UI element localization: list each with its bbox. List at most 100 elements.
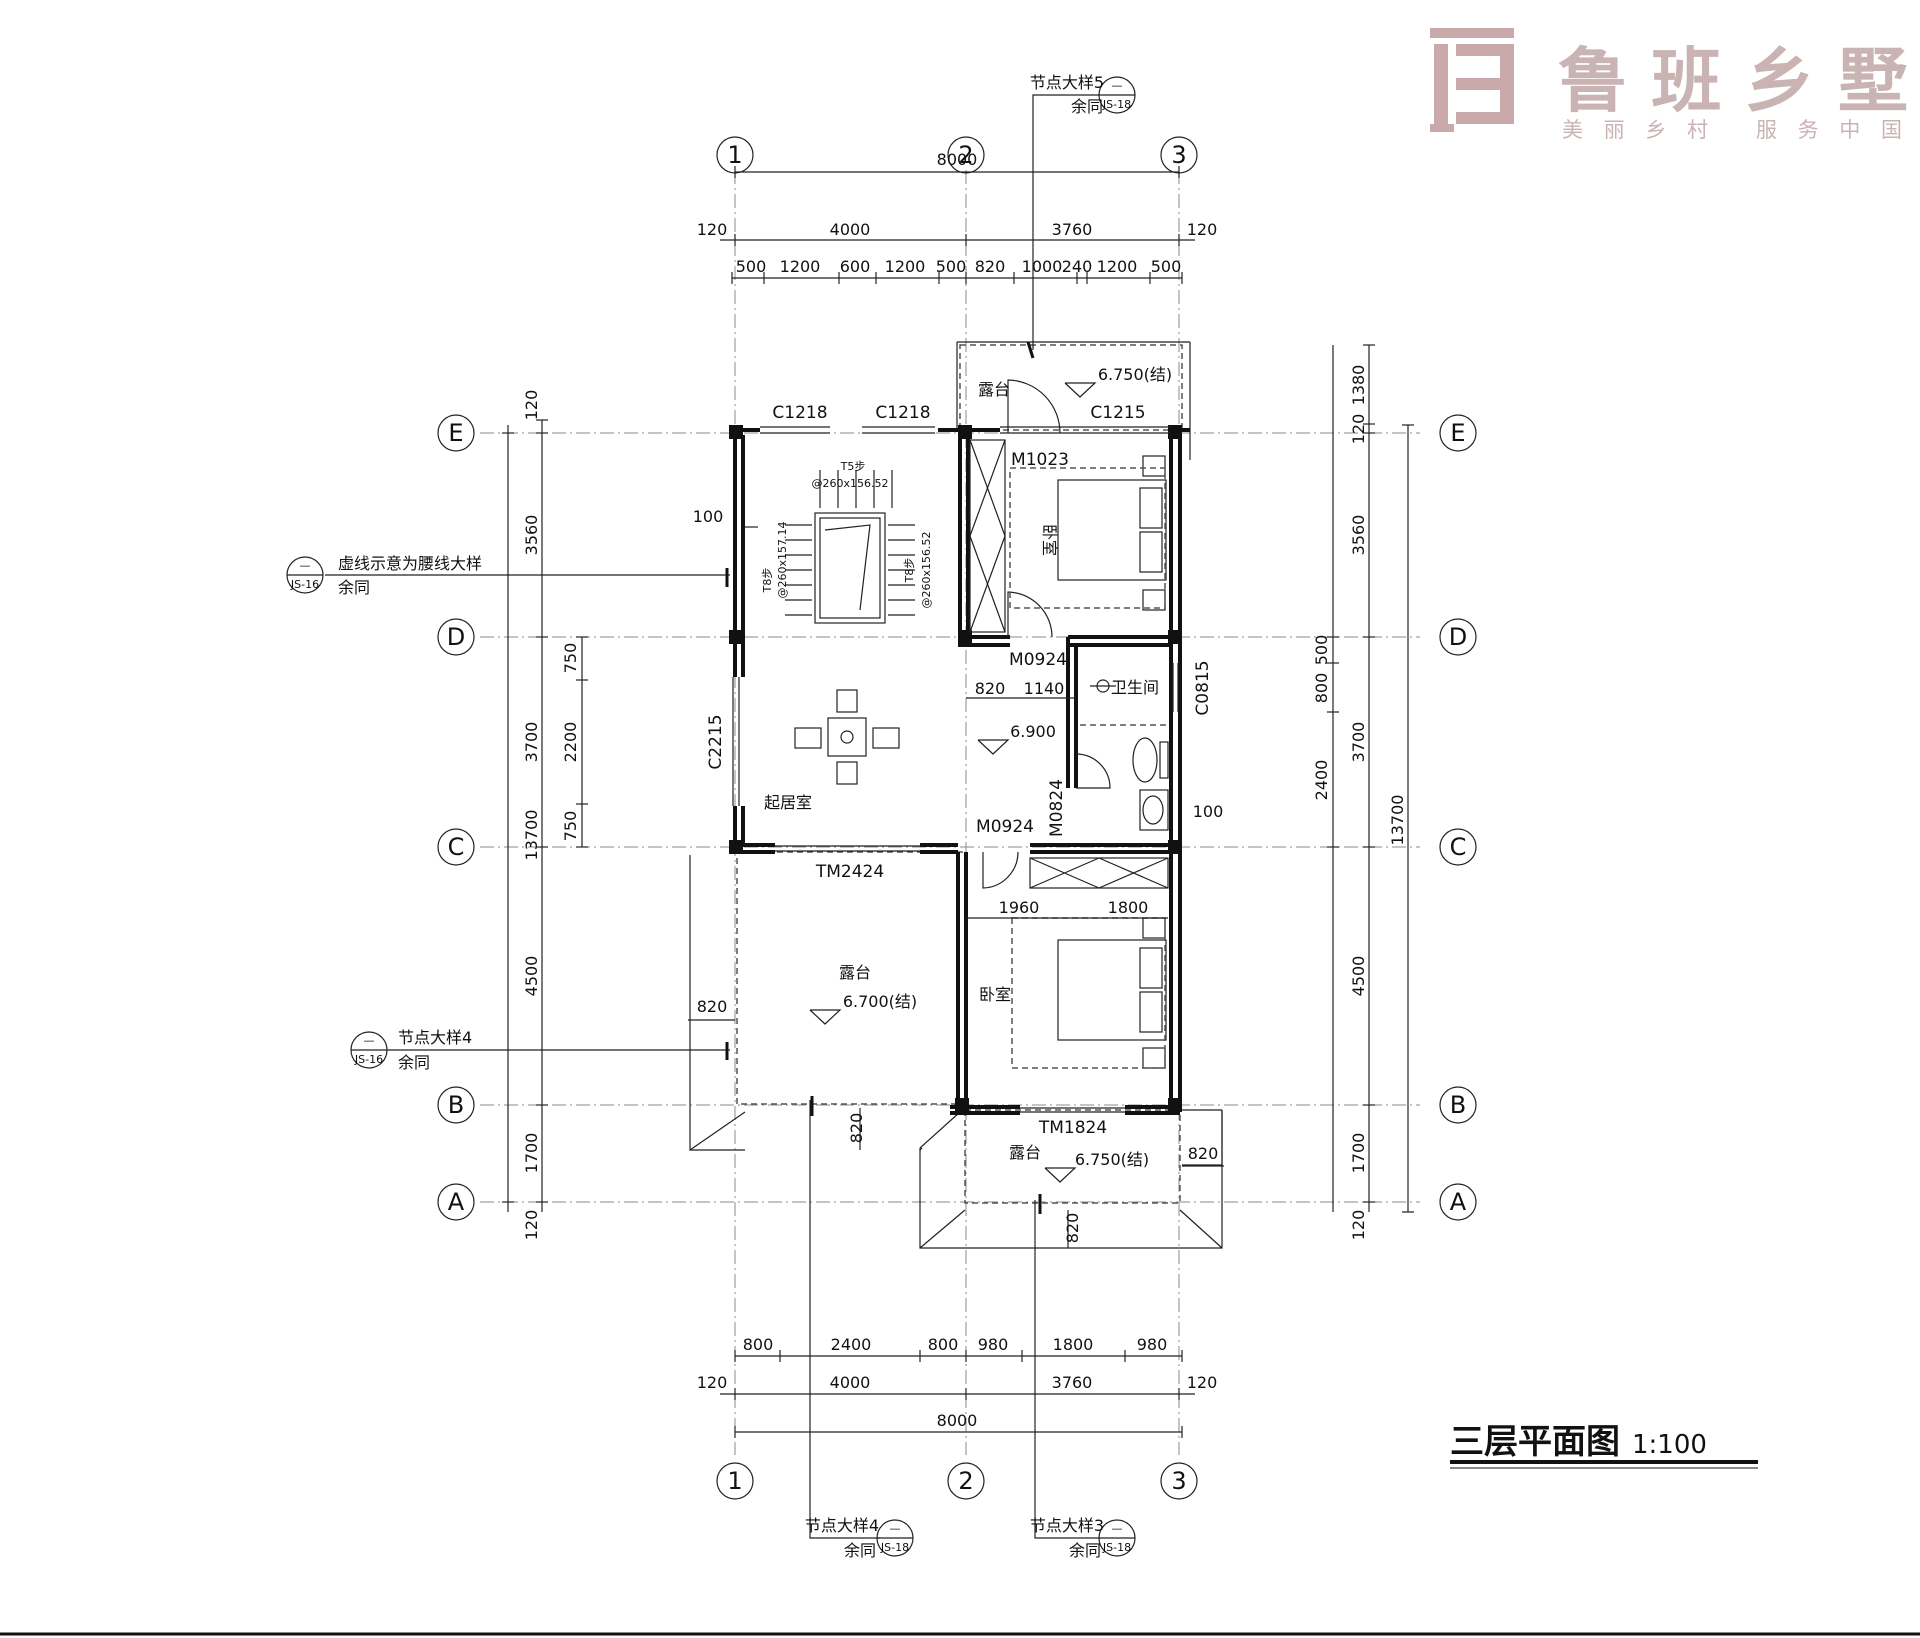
svg-text:D: D: [1449, 623, 1467, 651]
svg-text:2400: 2400: [1312, 760, 1331, 801]
svg-text:120: 120: [522, 1210, 541, 1241]
svg-text:C1218: C1218: [875, 403, 930, 423]
svg-text:1140: 1140: [1024, 679, 1065, 698]
svg-text:B: B: [1450, 1091, 1466, 1119]
svg-text:C: C: [1450, 833, 1467, 861]
svg-text:@260x157.14: @260x157.14: [776, 522, 789, 599]
misc-dimensions: 820 1140 100 1960 1800 820 820 820 820: [688, 679, 1224, 1248]
svg-text:1960: 1960: [999, 898, 1040, 917]
svg-text:—: —: [1112, 1522, 1123, 1535]
logo-brand-text: 鲁班乡墅: [1558, 40, 1908, 122]
top-dimensions: 8000 120 4000 3760 120 500 1200 600 1200…: [697, 150, 1218, 284]
svg-text:120: 120: [1187, 1373, 1218, 1392]
level-marks: 6.750(结) 6.900 6.700(结) 6.750(结): [809, 365, 1172, 1183]
wardrobes: [969, 439, 1169, 889]
svg-text:13700: 13700: [1388, 795, 1407, 846]
svg-text:6.750(结): 6.750(结): [1098, 365, 1172, 384]
svg-text:2: 2: [958, 141, 973, 169]
svg-text:2: 2: [958, 1467, 973, 1495]
svg-text:600: 600: [840, 257, 871, 276]
svg-text:120: 120: [1349, 414, 1368, 445]
svg-text:JS-16: JS-16: [354, 1053, 383, 1066]
svg-text:C1215: C1215: [1090, 403, 1145, 423]
svg-text:M1023: M1023: [1011, 450, 1069, 470]
logo-mark-icon: [1430, 28, 1514, 132]
axis-bubble-left-D: D: [437, 618, 475, 656]
svg-text:M0924: M0924: [976, 817, 1034, 837]
callout-node4-west: — JS-16 节点大样4 余同: [350, 1028, 730, 1072]
bottom-dimensions: 800 2400 800 980 1800 980 120 4000 3760 …: [697, 1335, 1218, 1438]
svg-text:800: 800: [743, 1335, 774, 1354]
svg-text:C1218: C1218: [772, 403, 827, 423]
svg-text:750: 750: [561, 643, 580, 674]
svg-text:750: 750: [561, 811, 580, 842]
svg-text:6.700(结): 6.700(结): [843, 992, 917, 1011]
axis-bubble-right-A: A: [1439, 1183, 1477, 1221]
svg-text:—: —: [890, 1522, 901, 1535]
svg-text:820: 820: [975, 679, 1006, 698]
room-labels: 露台 卧室 卫生间 起居室 露台 卧室 露台: [764, 380, 1159, 1162]
svg-text:@260x156.52: @260x156.52: [920, 532, 933, 609]
svg-text:M0824: M0824: [1047, 779, 1067, 837]
svg-text:100: 100: [693, 507, 724, 526]
logo-slogan-text: 美丽乡村 服务中国: [1562, 118, 1902, 142]
svg-text:卫生间: 卫生间: [1111, 678, 1159, 697]
svg-text:820: 820: [697, 997, 728, 1016]
svg-text:TM2424: TM2424: [815, 862, 884, 882]
callout-node4-south: — JS-18 节点大样4 余同: [805, 1096, 914, 1560]
svg-text:T8步: T8步: [903, 558, 916, 584]
drawing-title: 三层平面图 1:100: [1450, 1422, 1758, 1469]
terrace-outlines: [689, 341, 1223, 1249]
svg-text:3560: 3560: [1349, 515, 1368, 556]
svg-text:TM1824: TM1824: [1038, 1118, 1107, 1138]
axis-bubbles: 1 2 3 1 2 3 E D C B A E D C B A: [437, 136, 1477, 1500]
svg-text:3: 3: [1171, 1467, 1186, 1495]
svg-text:节点大样4: 节点大样4: [398, 1028, 472, 1047]
svg-text:3760: 3760: [1052, 1373, 1093, 1392]
svg-text:虚线示意为腰线大样: 虚线示意为腰线大样: [338, 554, 482, 573]
svg-text:1380: 1380: [1349, 365, 1368, 406]
axis-bubble-left-C: C: [437, 828, 475, 866]
svg-text:M0924: M0924: [1009, 650, 1067, 670]
axis-bubble-right-C: C: [1439, 828, 1477, 866]
svg-text:JS-16: JS-16: [290, 578, 319, 591]
svg-text:6.750(结): 6.750(结): [1075, 1150, 1149, 1169]
svg-text:A: A: [1450, 1188, 1467, 1216]
svg-text:起居室: 起居室: [764, 793, 812, 812]
svg-text:E: E: [1450, 419, 1465, 447]
bed-north: [1009, 455, 1167, 611]
svg-text:E: E: [448, 419, 463, 447]
svg-text:余同: 余同: [1069, 1541, 1101, 1560]
columns: [729, 425, 1182, 1112]
svg-text:820: 820: [975, 257, 1006, 276]
axis-bubble-right-B: B: [1439, 1086, 1477, 1124]
doors: M1023 M0924 M0924 M0824 TM2424 TM1824: [815, 379, 1111, 1138]
svg-text:节点大样4: 节点大样4: [805, 1516, 879, 1535]
svg-text:C0815: C0815: [1193, 660, 1213, 715]
svg-text:卧室: 卧室: [979, 985, 1011, 1004]
svg-text:1200: 1200: [885, 257, 926, 276]
svg-text:1800: 1800: [1108, 898, 1149, 917]
svg-text:120: 120: [1349, 1210, 1368, 1241]
svg-text:JS-18: JS-18: [1102, 1541, 1131, 1554]
svg-text:—: —: [1112, 79, 1123, 92]
svg-text:A: A: [448, 1188, 465, 1216]
svg-text:820: 820: [1063, 1213, 1082, 1244]
svg-text:1000: 1000: [1022, 257, 1063, 276]
axis-bubble-right-E: E: [1439, 414, 1477, 452]
axis-bubble-right-D: D: [1439, 618, 1477, 656]
callout-waistline: — JS-16 虚线示意为腰线大样 余同: [286, 554, 730, 597]
svg-text:980: 980: [978, 1335, 1009, 1354]
axis-bubble-bottom-1: 1: [716, 1462, 754, 1500]
svg-text:120: 120: [1187, 220, 1218, 239]
svg-text:余同: 余同: [1071, 97, 1103, 116]
svg-text:980: 980: [1137, 1335, 1168, 1354]
svg-text:1200: 1200: [1097, 257, 1138, 276]
grid-axis-lines: [480, 170, 1420, 1455]
svg-text:4500: 4500: [522, 956, 541, 997]
svg-text:节点大样3: 节点大样3: [1030, 1516, 1104, 1535]
svg-text:JS-18: JS-18: [1102, 98, 1131, 111]
stair: T5步 @260x156.52 T8步 @260x156.52 T8步 @260…: [693, 460, 933, 624]
svg-text:1: 1: [727, 141, 742, 169]
